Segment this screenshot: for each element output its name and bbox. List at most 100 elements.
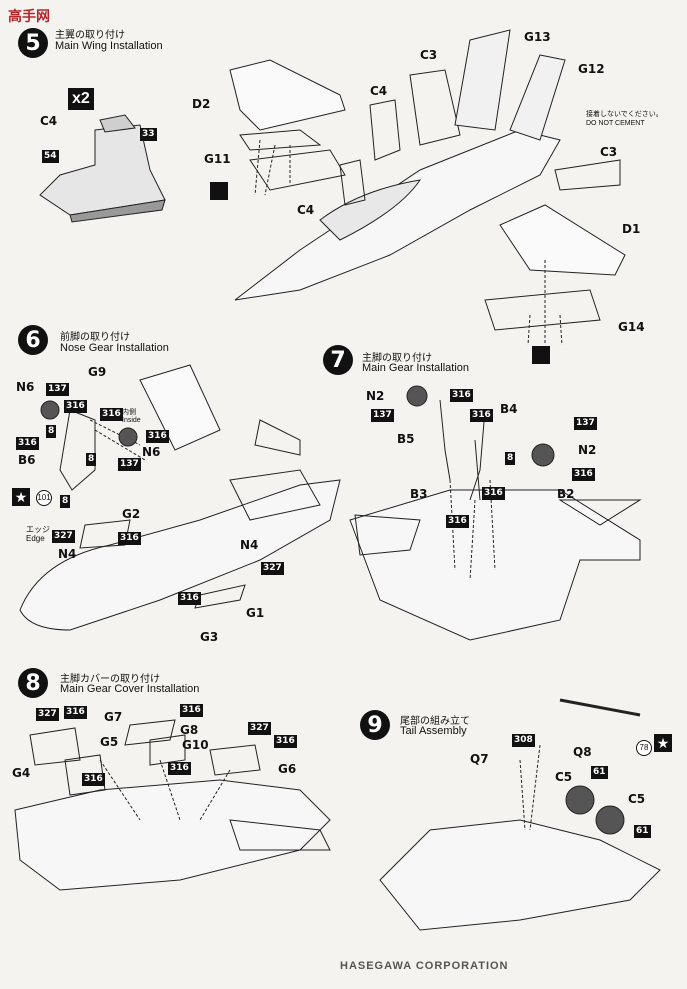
- step-8-title-en: Main Gear Cover Installation: [60, 683, 200, 695]
- edge-jp: エッジ: [26, 525, 50, 534]
- color-code-316-e: 316: [446, 515, 469, 528]
- part-label-g9: G9: [88, 365, 107, 379]
- cement-icon-b: [532, 346, 550, 364]
- quantity-badge: x2: [68, 88, 94, 110]
- step-6-title-jp: 前脚の取り付け: [60, 332, 130, 343]
- part-number-8: 8: [46, 425, 57, 438]
- color-code-61: 61: [591, 766, 608, 779]
- color-code-316-b: 316: [180, 704, 203, 717]
- part-label-c4-c: C4: [370, 84, 388, 98]
- step-7-number: 7: [323, 345, 353, 375]
- color-code-61-b: 61: [634, 825, 651, 838]
- color-code-316: 316: [450, 389, 473, 402]
- do-not-cement-en: DO NOT CEMENT: [586, 120, 645, 127]
- step-8-title-jp: 主脚カバーの取り付け: [60, 674, 160, 685]
- part-label-c5: C5: [555, 770, 573, 784]
- part-label-g8: G8: [180, 723, 199, 737]
- color-code-327: 327: [52, 530, 75, 543]
- color-code-316-c: 316: [16, 437, 39, 450]
- step-7-title-jp: 主脚の取り付け: [362, 353, 432, 364]
- color-code-33: 33: [140, 128, 157, 141]
- part-label-d1: D1: [622, 222, 641, 236]
- part-label-g7: G7: [104, 710, 123, 724]
- step-6-number: 6: [18, 325, 48, 355]
- inside-jp: 内側: [122, 409, 136, 416]
- color-code-327-b: 327: [248, 722, 271, 735]
- step-7-title-en: Main Gear Installation: [362, 362, 469, 374]
- part-label-g13: G13: [524, 30, 551, 44]
- color-code-137-b: 137: [574, 417, 597, 430]
- part-label-g1: G1: [246, 606, 265, 620]
- watermark-text: 高手网: [8, 9, 50, 25]
- part-label-g4: G4: [12, 766, 31, 780]
- part-label-b6: B6: [18, 453, 36, 467]
- step-5-number: 5: [18, 28, 48, 58]
- color-code-308: 308: [512, 734, 535, 747]
- step-9-title-jp: 尾部の組み立て: [400, 716, 470, 727]
- color-code-137-b: 137: [118, 458, 141, 471]
- step-6-title-en: Nose Gear Installation: [60, 342, 169, 354]
- part-label-g3: G3: [200, 630, 219, 644]
- edge-note: エッジ Edge: [26, 525, 50, 543]
- step-9-title-en: Tail Assembly: [400, 725, 467, 737]
- color-code-316-d: 316: [146, 430, 169, 443]
- part-label-b4: B4: [500, 402, 518, 416]
- part-label-b2: B2: [557, 487, 575, 501]
- part-label-n6-b: N6: [142, 445, 161, 459]
- color-code-316-e: 316: [168, 762, 191, 775]
- color-code-316-d: 316: [482, 487, 505, 500]
- part-number-8-c: 8: [60, 495, 71, 508]
- part-label-c5-b: C5: [628, 792, 646, 806]
- part-label-g6: G6: [278, 762, 297, 776]
- color-code-137: 137: [46, 383, 69, 396]
- color-code-316-f: 316: [178, 592, 201, 605]
- color-code-316: 316: [64, 706, 87, 719]
- color-code-54: 54: [42, 150, 59, 163]
- color-code-137: 137: [371, 409, 394, 422]
- color-code-327: 327: [36, 708, 59, 721]
- part-label-q7: Q7: [470, 752, 489, 766]
- part-label-g10: G10: [182, 738, 209, 752]
- footer-company: HASEGAWA CORPORATION: [340, 960, 509, 972]
- decal-number-78: 78: [636, 740, 652, 756]
- inside-en: Inside: [122, 417, 141, 424]
- part-label-g5: G5: [100, 735, 119, 749]
- part-label-n6: N6: [16, 380, 35, 394]
- do-not-cement-note: 接着しないでください。 DO NOT CEMENT: [586, 110, 663, 128]
- part-label-d2: D2: [192, 97, 211, 111]
- part-label-c4-b: C4: [297, 203, 315, 217]
- part-label-b5: B5: [397, 432, 415, 446]
- step-5-title-en: Main Wing Installation: [55, 40, 163, 52]
- color-code-316-b: 316: [470, 409, 493, 422]
- part-number-8-b: 8: [86, 453, 97, 466]
- color-code-327-b: 327: [261, 562, 284, 575]
- star-decal-icon: ★: [12, 488, 30, 506]
- part-number-8: 8: [505, 452, 516, 465]
- part-label-c4: C4: [40, 114, 58, 128]
- decal-number: 101: [36, 490, 52, 506]
- step-5-title-jp: 主翼の取り付け: [55, 30, 125, 41]
- cement-icon: [210, 182, 228, 200]
- color-code-316-c: 316: [82, 773, 105, 786]
- color-code-316-d: 316: [274, 735, 297, 748]
- star-decal-icon-b: ★: [654, 734, 672, 752]
- part-label-n4: N4: [58, 547, 77, 561]
- part-label-n4-b: N4: [240, 538, 259, 552]
- part-label-n2: N2: [366, 389, 385, 403]
- part-label-b3: B3: [410, 487, 428, 501]
- part-label-g2: G2: [122, 507, 141, 521]
- color-code-316-e: 316: [118, 532, 141, 545]
- part-label-c3: C3: [420, 48, 438, 62]
- part-label-g12: G12: [578, 62, 605, 76]
- edge-en: Edge: [26, 534, 45, 543]
- part-label-g14: G14: [618, 320, 645, 334]
- do-not-cement-jp: 接着しないでください。: [586, 111, 663, 118]
- part-label-c3-b: C3: [600, 145, 618, 159]
- inside-note: 内側 Inside: [122, 409, 141, 425]
- part-label-q8: Q8: [573, 745, 592, 759]
- color-code-316-c: 316: [572, 468, 595, 481]
- color-code-316-b: 316: [100, 408, 123, 421]
- step-9-number: 9: [360, 710, 390, 740]
